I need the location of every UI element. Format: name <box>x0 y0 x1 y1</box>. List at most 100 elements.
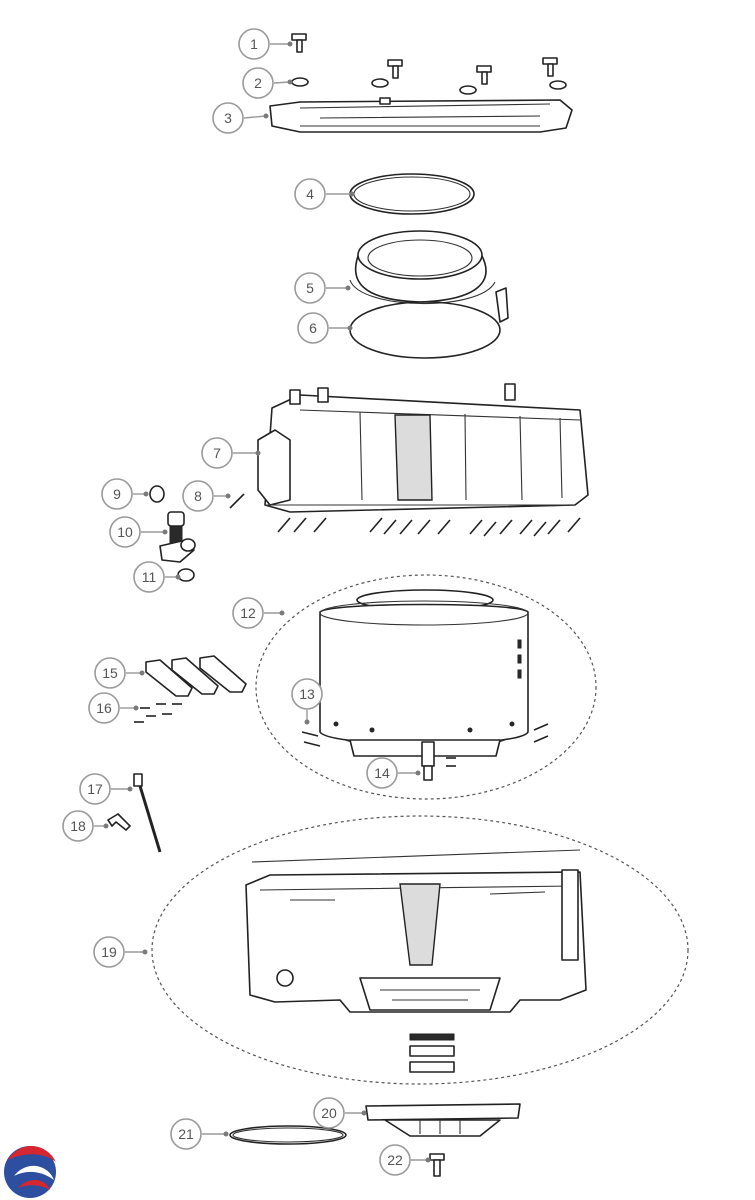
callout-8: 8 <box>182 480 231 512</box>
callout-18: 18 <box>62 810 109 842</box>
callout-leader-dot <box>287 79 293 85</box>
callout-5: 5 <box>294 272 351 304</box>
callout-1: 1 <box>238 28 293 60</box>
callout-number: 3 <box>224 110 232 126</box>
callout-leader-dot <box>142 949 148 955</box>
callout-leader-dot <box>345 285 351 291</box>
callout-19: 19 <box>93 936 148 968</box>
callout-16: 16 <box>88 692 139 724</box>
callout-leader-dot <box>279 610 285 616</box>
callout-circle <box>101 478 133 510</box>
callout-15: 15 <box>94 657 145 689</box>
callout-number: 15 <box>102 665 118 681</box>
callout-circle <box>182 480 214 512</box>
callout-number: 8 <box>194 488 202 504</box>
callout-12: 12 <box>232 597 285 629</box>
callout-number: 1 <box>250 36 258 52</box>
part-8-bolt <box>229 493 245 509</box>
callout-number: 19 <box>101 944 117 960</box>
callout-leader-dot <box>143 491 149 497</box>
callout-number: 7 <box>213 445 221 461</box>
part-15-paddles <box>145 655 247 697</box>
part-5-gasket <box>349 230 509 323</box>
part-19-rear-tub <box>245 849 587 1013</box>
callout-number: 13 <box>299 686 315 702</box>
callout-number: 10 <box>117 524 133 540</box>
part-16-screws <box>134 703 182 723</box>
part-12-drum <box>319 589 529 757</box>
callout-number: 16 <box>96 700 112 716</box>
callout-circle <box>232 597 264 629</box>
part-3-top-panel <box>269 97 573 133</box>
brand-logo <box>4 1145 56 1198</box>
callout-leader-dot <box>127 786 133 792</box>
callout-number: 20 <box>321 1105 337 1121</box>
callout-2: 2 <box>242 67 293 99</box>
part-19-seals <box>409 1033 455 1073</box>
part-19-group-outline <box>151 815 689 1085</box>
callout-circle <box>294 272 326 304</box>
callout-number: 12 <box>240 605 256 621</box>
callout-number: 2 <box>254 75 262 91</box>
callout-6: 6 <box>297 312 353 344</box>
callout-20: 20 <box>313 1097 367 1129</box>
callout-number: 9 <box>113 486 121 502</box>
callout-9: 9 <box>101 478 149 510</box>
callout-leader-dot <box>223 1131 229 1137</box>
callout-leader-dot <box>425 1157 431 1163</box>
callout-number: 21 <box>178 1126 194 1142</box>
part-11-clip <box>177 568 195 582</box>
callout-circle <box>366 757 398 789</box>
part-7-bolts <box>277 517 581 537</box>
callout-leader-dot <box>255 450 261 456</box>
callout-leader-dot <box>225 493 231 499</box>
part-21-belt <box>229 1125 347 1145</box>
callout-number: 5 <box>306 280 314 296</box>
callout-leader-dot <box>162 529 168 535</box>
part-10-hose-fitting <box>159 511 196 563</box>
callout-circle <box>313 1097 345 1129</box>
callout-leader-dot <box>263 113 269 119</box>
callout-number: 11 <box>142 569 157 585</box>
part-20-pulley <box>365 1103 521 1137</box>
callout-circle <box>62 810 94 842</box>
callout-circle <box>170 1118 202 1150</box>
part-7-tub-housing <box>257 383 589 513</box>
callout-11: 11 <box>133 561 181 593</box>
part-4-ring <box>349 173 475 215</box>
callout-circle <box>79 773 111 805</box>
callout-3: 3 <box>212 102 269 134</box>
callout-leader-dot <box>139 670 145 676</box>
callout-leader-dot <box>175 574 181 580</box>
callout-circle <box>133 561 165 593</box>
part-14-shaft <box>421 741 456 781</box>
callout-10: 10 <box>109 516 168 548</box>
callout-number: 14 <box>374 765 390 781</box>
callout-17: 17 <box>79 773 133 805</box>
callout-leader-line <box>243 115 267 119</box>
callout-number: 18 <box>70 818 86 834</box>
part-1-screw <box>291 33 307 53</box>
callout-leader-line <box>273 81 291 84</box>
callout-number: 6 <box>309 320 317 336</box>
part-2-washers <box>291 77 567 95</box>
callout-leader-dot <box>415 770 421 776</box>
callout-leader-dot <box>133 705 139 711</box>
callout-circle <box>212 102 244 134</box>
callout-leader-dot <box>304 719 310 725</box>
callout-circle <box>242 67 274 99</box>
callout-number: 17 <box>87 781 103 797</box>
callout-13: 13 <box>291 678 323 725</box>
callout-circle <box>109 516 141 548</box>
part-6-clamp-ring <box>349 301 501 359</box>
callout-circle <box>291 678 323 710</box>
part-13-bolts <box>301 723 549 747</box>
part-17-rod <box>133 773 162 853</box>
callout-circle <box>94 657 126 689</box>
callout-circle <box>238 28 270 60</box>
callout-7: 7 <box>201 437 261 469</box>
callout-circle <box>294 178 326 210</box>
callout-leader-dot <box>287 41 293 47</box>
callout-4: 4 <box>294 178 355 210</box>
